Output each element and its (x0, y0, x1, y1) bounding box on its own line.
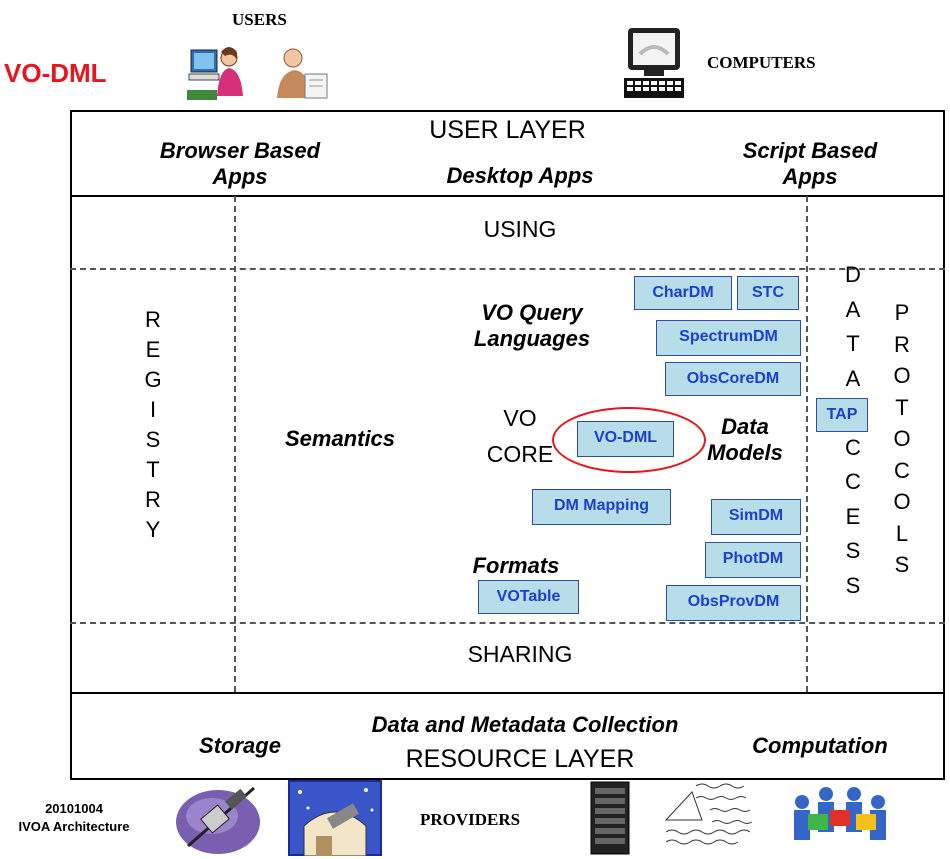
script-apps-label: Script Based Apps (742, 138, 878, 190)
providers-label: PROVIDERS (420, 810, 521, 829)
votable-box[interactable]: VOTable (478, 580, 579, 614)
obsprovdm-box[interactable]: ObsProvDM (666, 585, 801, 621)
observatory-icon (288, 780, 382, 856)
semantics-label: Semantics (284, 426, 396, 451)
person-reading-icon (277, 48, 328, 99)
stc-box[interactable]: STC (737, 276, 799, 310)
resource-layer-divider (70, 692, 945, 694)
computation-label: Computation (752, 733, 888, 758)
desktop-apps-label: Desktop Apps (446, 163, 594, 188)
photdm-box[interactable]: PhotDM (705, 542, 801, 578)
chardm-box[interactable]: CharDM (634, 276, 732, 310)
computer-terminal-icon (624, 28, 684, 98)
spectrumdm-box[interactable]: SpectrumDM (656, 320, 801, 356)
using-divider (70, 268, 945, 270)
vo-query-languages-label: VO Query Languages (473, 300, 591, 352)
vo-dml-highlight-ellipse (552, 407, 706, 473)
using-label: USING (483, 216, 557, 242)
obscoredm-box[interactable]: ObsCoreDM (665, 362, 801, 396)
user-layer-label: USER LAYER (429, 116, 586, 144)
server-rack-icon (590, 781, 630, 855)
user-at-computer-icon (187, 47, 243, 100)
resource-layer-label: RESOURCE LAYER (405, 745, 635, 773)
user-layer-divider (70, 195, 945, 197)
sharing-divider (70, 622, 945, 624)
vo-label: VO (503, 405, 537, 431)
tap-box[interactable]: TAP (816, 398, 868, 432)
footer-info: 20101004 IVOA Architecture (4, 800, 144, 836)
protocols-divider (806, 196, 808, 692)
diagram-title: VO-DML (4, 58, 107, 88)
computers-label: COMPUTERS (707, 53, 816, 72)
browser-apps-label: Browser Based Apps (159, 138, 321, 190)
simdm-box[interactable]: SimDM (711, 499, 801, 535)
users-label: USERS (232, 10, 287, 29)
data-metadata-collection-label: Data and Metadata Collection (371, 712, 679, 737)
satellite-icon (176, 786, 260, 854)
footer-date: 20101004 (45, 801, 103, 816)
math-formulas-icon (664, 783, 753, 845)
dm-mapping-box[interactable]: DM Mapping (532, 489, 671, 525)
core-label: CORE (486, 441, 554, 467)
storage-label: Storage (199, 733, 281, 758)
architecture-frame (70, 110, 945, 780)
formats-label: Formats (472, 553, 560, 578)
footer-architecture: IVOA Architecture (18, 819, 130, 834)
registry-divider (234, 196, 236, 692)
data-models-label: Data Models (707, 414, 783, 466)
sharing-label: SHARING (467, 641, 573, 667)
puzzle-team-icon (794, 787, 886, 840)
